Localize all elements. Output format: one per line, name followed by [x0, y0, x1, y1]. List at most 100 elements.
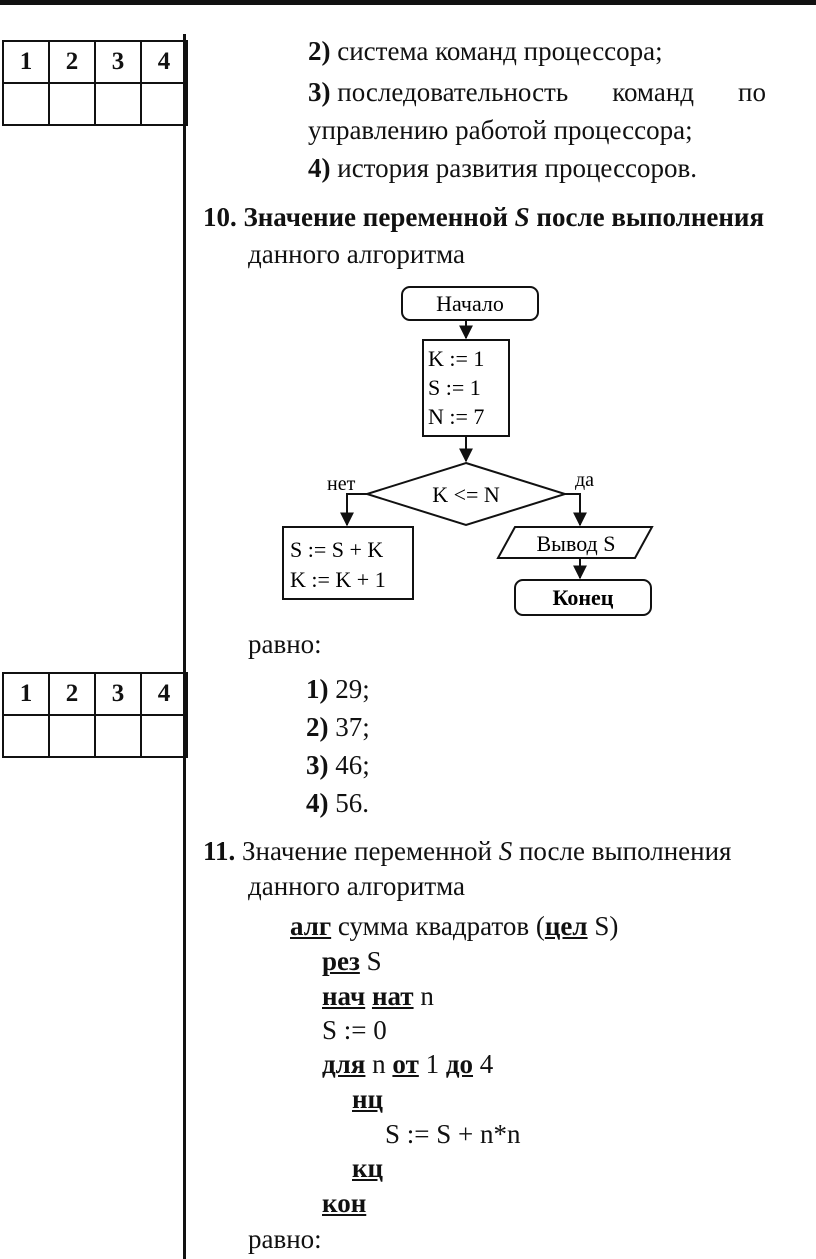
- option-text: 46;: [335, 750, 370, 780]
- code-keyword: нат: [371, 981, 414, 1011]
- option-number: 3): [308, 77, 331, 107]
- flowchart-no-label: нет: [327, 473, 356, 495]
- q10-equals: равно:: [248, 629, 322, 659]
- q10-option-2: 2) 37;: [306, 714, 370, 741]
- answer-grid-header: 3: [94, 40, 142, 84]
- q9-option-3: 3) последовательность команд по: [308, 79, 766, 106]
- answer-cell[interactable]: [48, 714, 96, 758]
- flowchart-end-box: [514, 579, 652, 616]
- code-line-1: алг сумма квадратов (цел S): [290, 913, 618, 940]
- option-text: система команд процессора;: [337, 36, 663, 66]
- code-line-6: нц: [352, 1086, 383, 1113]
- answer-cell[interactable]: [140, 714, 188, 758]
- option-number: 4): [308, 153, 331, 183]
- code-text: 1: [425, 1049, 440, 1079]
- code-keyword: алг: [290, 911, 332, 941]
- answer-cell[interactable]: [94, 82, 142, 126]
- answer-grid-header: 3: [94, 672, 142, 716]
- code-text: 4: [479, 1049, 494, 1079]
- flowchart-body-line: S := S + K: [290, 537, 383, 562]
- option-number: 2): [308, 36, 331, 66]
- option-text: команд: [612, 77, 695, 107]
- q11-equals: равно:: [248, 1224, 322, 1254]
- code-keyword: для: [322, 1049, 366, 1079]
- option-text: последовательность: [337, 77, 569, 107]
- flowchart-init-line: S := 1: [428, 375, 481, 400]
- option-number: 4): [306, 788, 329, 818]
- flowchart-start-box: [401, 286, 539, 321]
- option-text: 37;: [335, 712, 370, 742]
- answer-grid-header: 1: [2, 672, 50, 716]
- flowchart-condition-diamond: [363, 461, 569, 527]
- code-line-7: S := S + n*n: [385, 1119, 521, 1149]
- code-line-3: нач нат n: [322, 983, 434, 1010]
- code-text: S: [366, 946, 382, 976]
- code-line-2: рез S: [322, 948, 382, 975]
- code-keyword: нц: [352, 1084, 384, 1114]
- code-keyword: кон: [322, 1188, 367, 1218]
- option-text: 56.: [335, 788, 369, 818]
- option-number: 3): [306, 750, 329, 780]
- code-keyword: кц: [352, 1153, 384, 1183]
- answer-grid-header: 2: [48, 672, 96, 716]
- answer-grid-header: 4: [140, 40, 188, 84]
- option-text: по: [738, 77, 766, 107]
- answer-cell[interactable]: [2, 82, 50, 126]
- flowchart-body-line: K := K + 1: [290, 567, 386, 592]
- q9-option-2: 2) система команд процессора;: [308, 38, 663, 65]
- question-number: 10.: [203, 202, 237, 232]
- answer-cell[interactable]: [140, 82, 188, 126]
- variable-name: S: [514, 202, 530, 232]
- answer-grid-header: 2: [48, 40, 96, 84]
- option-text: история развития процессоров.: [337, 153, 698, 183]
- prompt-text: Значение переменной: [243, 202, 508, 232]
- code-keyword: до: [445, 1049, 474, 1079]
- option-text: 29;: [335, 674, 370, 704]
- flowchart-condition-label: K <= N: [432, 482, 500, 507]
- answer-cell[interactable]: [2, 714, 50, 758]
- answer-cell[interactable]: [48, 82, 96, 126]
- code-text: сумма квадратов (: [337, 911, 545, 941]
- answer-grid-q9: 1 2 3 4: [2, 40, 188, 126]
- option-number: 1): [306, 674, 329, 704]
- prompt-text: после выполнения: [518, 836, 732, 866]
- variable-name: S: [498, 836, 513, 866]
- answer-grid-q10: 1 2 3 4: [2, 672, 188, 758]
- flowchart-arrow: [340, 493, 367, 527]
- answer-grid-header: 4: [140, 672, 188, 716]
- flowchart-init-line: K := 1: [428, 346, 484, 371]
- code-keyword: рез: [322, 946, 360, 976]
- q10-option-4: 4) 56.: [306, 790, 369, 817]
- code-keyword: нач: [322, 981, 366, 1011]
- code-text: S): [594, 911, 619, 941]
- q10-prompt: 10. Значение переменной S после выполнен…: [203, 204, 764, 231]
- flowchart-arrow: [565, 493, 587, 527]
- margin-column-rule: [183, 34, 186, 1259]
- code-keyword: цел: [544, 911, 588, 941]
- code-text: n: [372, 1049, 386, 1079]
- top-rule: [0, 0, 816, 5]
- question-number: 11.: [203, 836, 236, 866]
- answer-grid-header: 1: [2, 40, 50, 84]
- code-line-4: S := 0: [322, 1015, 387, 1045]
- flowchart-body-box: [282, 526, 414, 600]
- q10-option-3: 3) 46;: [306, 752, 370, 779]
- option-number: 2): [306, 712, 329, 742]
- q9-option-3-cont: управлению работой процессора;: [308, 115, 693, 145]
- q10-prompt-line2: данного алгоритма: [248, 239, 466, 269]
- flowchart-yes-label: да: [575, 469, 594, 491]
- code-keyword: от: [392, 1049, 419, 1079]
- code-line-5: для n от 1 до 4: [322, 1051, 493, 1078]
- flowchart-output-box: [496, 526, 654, 559]
- prompt-text: Значение переменной: [242, 836, 492, 866]
- code-text: n: [420, 981, 434, 1011]
- code-line-8: кц: [352, 1155, 383, 1182]
- q11-prompt-line2: данного алгоритма: [248, 871, 466, 901]
- answer-cell[interactable]: [94, 714, 142, 758]
- prompt-text: после выполнения: [536, 202, 765, 232]
- q11-prompt: 11. Значение переменной S после выполнен…: [203, 838, 731, 865]
- q9-option-4: 4) история развития процессоров.: [308, 155, 697, 182]
- flowchart-output-label: Вывод S: [537, 531, 616, 556]
- q10-option-1: 1) 29;: [306, 676, 370, 703]
